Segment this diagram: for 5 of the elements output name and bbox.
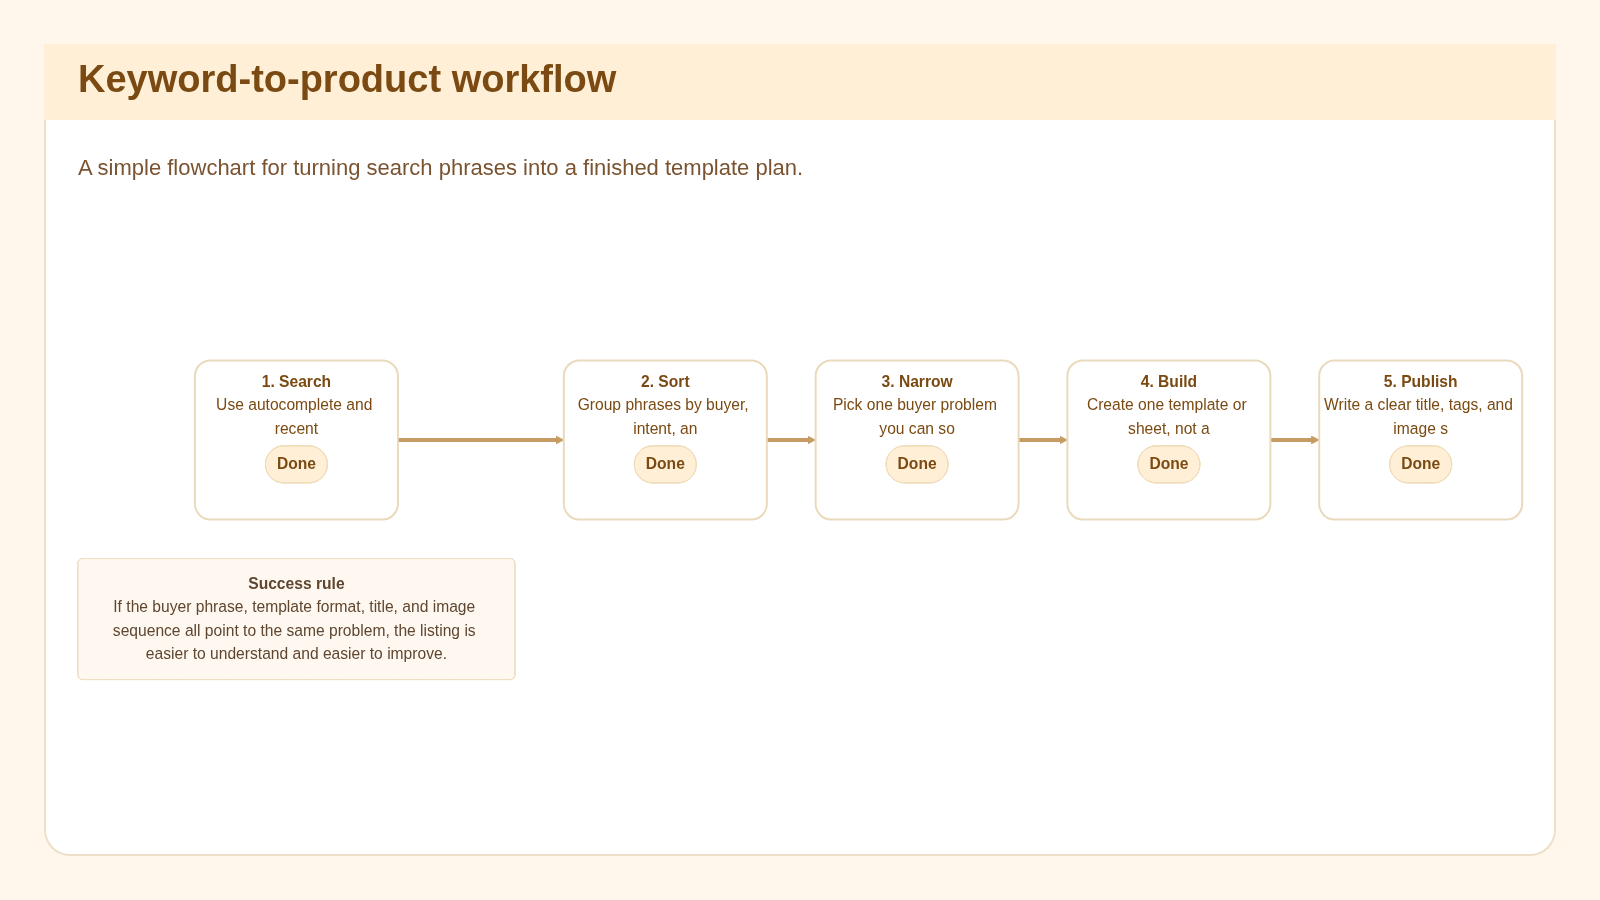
arrow <box>1270 435 1320 445</box>
arrow <box>1018 435 1068 445</box>
arrow <box>766 435 816 445</box>
title: Keyword-to-product workflow <box>78 58 617 101</box>
subtitle: A simple flowchart for turning search phrases into a finished template plan. <box>78 155 804 181</box>
